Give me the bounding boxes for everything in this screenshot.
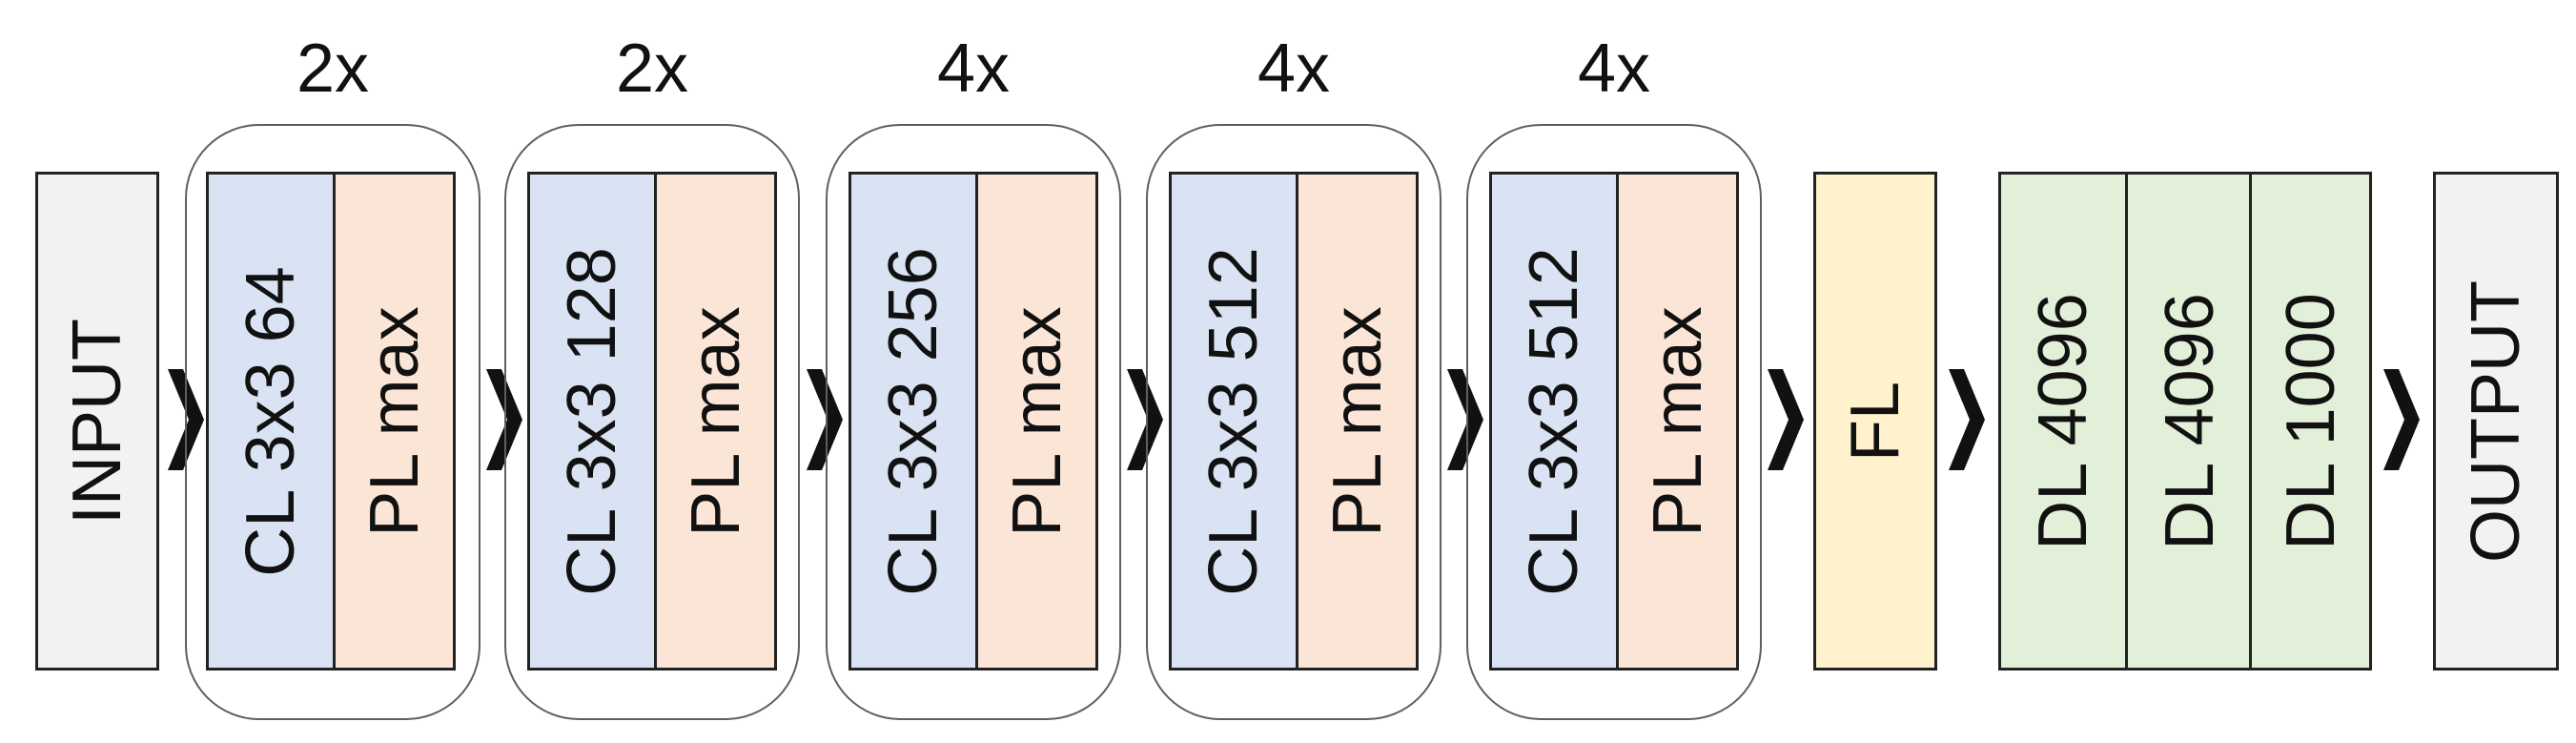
conv-block-group <box>504 124 800 720</box>
repeat-label: 2x <box>296 31 370 107</box>
dense-layer: DL 4096 <box>2001 175 2125 668</box>
output-box: OUTPUT <box>2433 172 2559 671</box>
conv-block: CL 3x3 128 PL max <box>527 172 777 671</box>
conv-layer-label: CL 3x3 512 <box>1196 246 1272 596</box>
conv-layer: CL 3x3 128 <box>530 175 654 668</box>
output-label: OUTPUT <box>2458 279 2534 563</box>
conv-block-group <box>185 124 480 720</box>
conv-block-group <box>1146 124 1441 720</box>
flatten-label: FL <box>1837 381 1913 462</box>
arrow-icon <box>1949 369 1985 470</box>
pool-layer-label: PL max <box>1639 305 1716 537</box>
pool-layer: PL max <box>1616 175 1736 668</box>
input-label: INPUT <box>59 318 135 525</box>
conv-block: CL 3x3 64 PL max <box>206 172 456 671</box>
conv-block-group <box>826 124 1121 720</box>
dense-layer-label: DL 4096 <box>2025 292 2101 550</box>
input-box: INPUT <box>35 172 159 671</box>
dense-layer: DL 4096 <box>2125 175 2252 668</box>
repeat-label: 4x <box>1257 31 1331 107</box>
conv-block-group <box>1466 124 1762 720</box>
dense-layer-label: DL 4096 <box>2152 292 2228 550</box>
conv-layer-label: CL 3x3 512 <box>1516 246 1592 596</box>
pool-layer: PL max <box>333 175 453 668</box>
repeat-label: 2x <box>615 31 689 107</box>
dense-layer: DL 1000 <box>2249 175 2369 668</box>
conv-layer-label: CL 3x3 256 <box>875 246 951 596</box>
pool-layer-label: PL max <box>1319 305 1396 537</box>
arrow-icon <box>1447 369 1483 470</box>
pool-layer-label: PL max <box>356 305 433 537</box>
conv-block: CL 3x3 512 PL max <box>1489 172 1739 671</box>
conv-layer: CL 3x3 256 <box>851 175 975 668</box>
repeat-label: 4x <box>936 31 1011 107</box>
pool-layer-label: PL max <box>677 305 754 537</box>
pool-layer-label: PL max <box>998 305 1075 537</box>
flatten-layer: FL <box>1813 172 1937 671</box>
pool-layer: PL max <box>654 175 774 668</box>
pool-layer: PL max <box>975 175 1095 668</box>
arrow-icon <box>1768 369 1804 470</box>
dense-block: DL 4096 DL 4096 DL 1000 <box>1998 172 2372 671</box>
conv-layer: CL 3x3 512 <box>1492 175 1616 668</box>
conv-layer: CL 3x3 64 <box>209 175 333 668</box>
repeat-label: 4x <box>1577 31 1651 107</box>
conv-layer-label: CL 3x3 128 <box>554 246 630 596</box>
conv-block: CL 3x3 512 PL max <box>1169 172 1419 671</box>
arrow-icon <box>807 369 843 470</box>
arrow-icon <box>1127 369 1163 470</box>
pool-layer: PL max <box>1296 175 1416 668</box>
dense-layer-label: DL 1000 <box>2272 292 2349 550</box>
arrow-icon <box>2383 369 2420 470</box>
conv-block: CL 3x3 256 PL max <box>848 172 1098 671</box>
conv-layer-label: CL 3x3 64 <box>233 265 309 577</box>
conv-layer: CL 3x3 512 <box>1172 175 1296 668</box>
